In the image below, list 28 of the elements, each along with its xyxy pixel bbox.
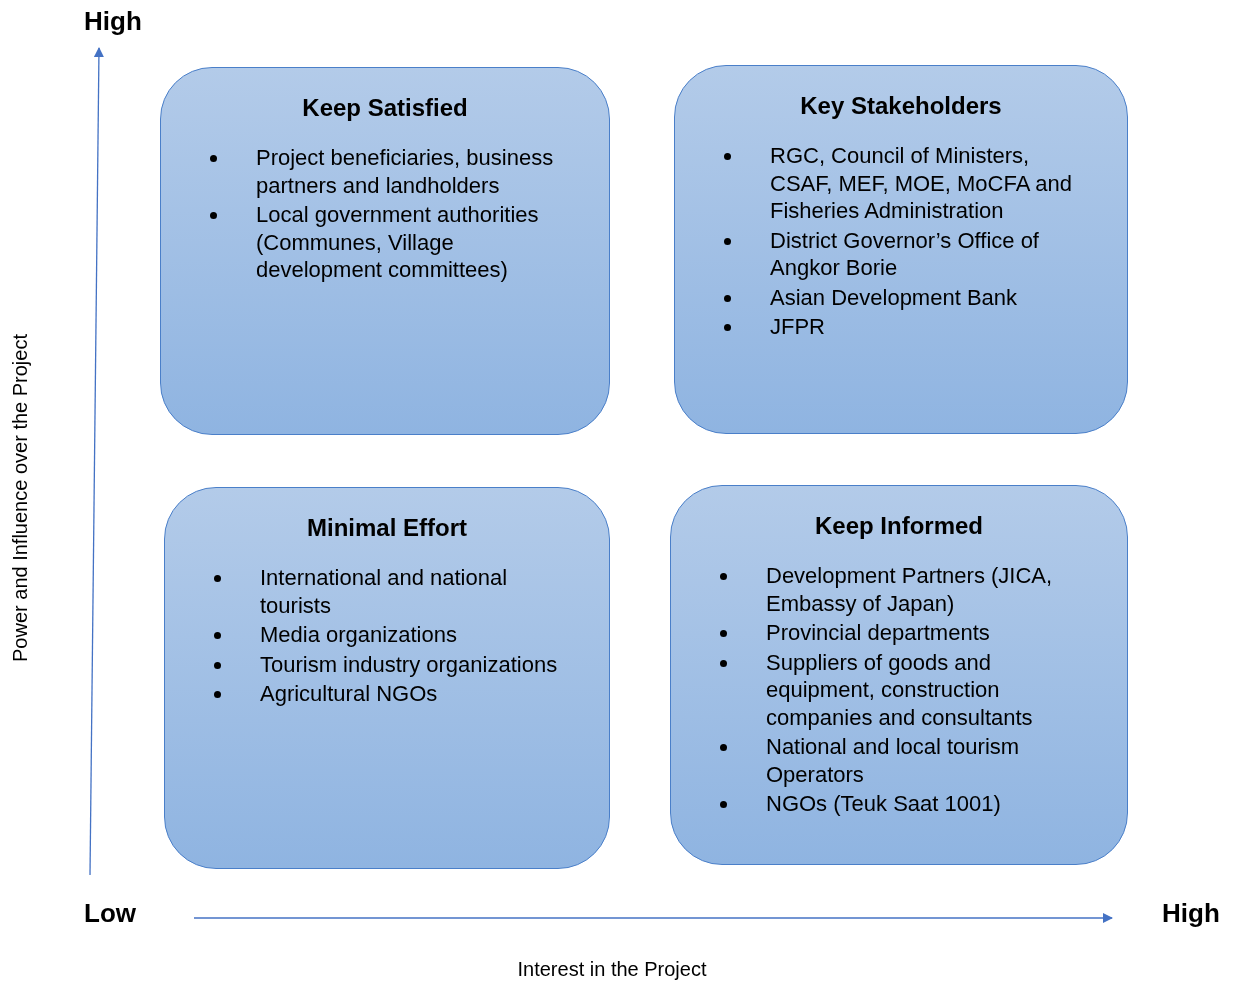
quadrant-heading: Keep Informed [814, 512, 984, 540]
bullet-text: Asian Development Bank [770, 284, 1018, 310]
bullet-text: Provincial departments [766, 620, 990, 645]
bullet-text: Project beneficiaries, business partners and landholders [256, 145, 554, 198]
axis-end-label: High [1162, 898, 1220, 929]
quadrant-heading: Key Stakeholders [799, 92, 1003, 120]
bullet-text: Media organizations [260, 622, 457, 647]
axis-end-label: Low [84, 898, 136, 929]
quadrant-card [164, 487, 610, 869]
quadrant-heading: Minimal Effort [306, 514, 468, 542]
bullet-text: Tourism industry organizations [260, 651, 558, 677]
bullet-text: Development Partners (JICA, Embassy of Japan) [766, 563, 1053, 616]
quadrant-card [670, 485, 1128, 865]
bullet-text: RGC, Council of Ministers, CSAF, MEF, MOE, MoCFA and Fisheries Administration [770, 143, 1072, 223]
bullet-text: National and local tourism Operators [766, 734, 1020, 787]
bullet-text: District Governor’s Office of Angkor Borie [770, 227, 1039, 280]
axis-title: Power and Influence over the Project [8, 334, 32, 662]
bullet-text: Suppliers of goods and equipment, construction companies and consultants [766, 649, 1033, 730]
bullet-text: NGOs (Teuk Saat 1001) [766, 791, 1001, 816]
quadrant-heading: Keep Satisfied [301, 94, 469, 122]
axis-title: Interest in the Project [517, 958, 707, 981]
quadrant-card [674, 65, 1128, 434]
axis-end-label: High [84, 6, 142, 37]
bullet-text: International and national tourists [260, 565, 508, 618]
quadrant-card [160, 67, 610, 435]
bullet-text: Agricultural NGOs [260, 681, 438, 706]
bullet-text: Local government authorities (Communes, Village development committees) [256, 202, 539, 282]
bullet-text: JFPR [770, 314, 825, 339]
